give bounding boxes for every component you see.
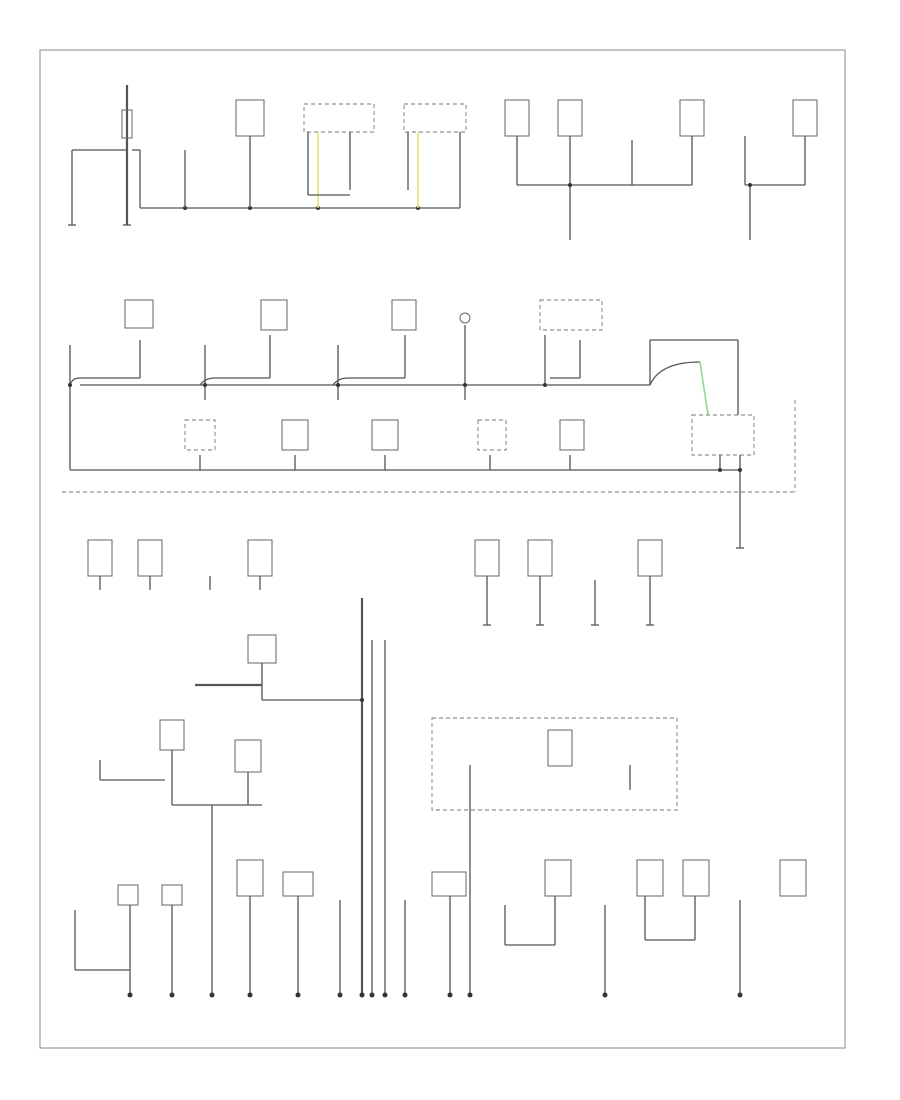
diagram-border (39, 49, 846, 1049)
top-section (68, 85, 818, 240)
middle-section (62, 299, 796, 549)
lower-section (74, 539, 807, 998)
